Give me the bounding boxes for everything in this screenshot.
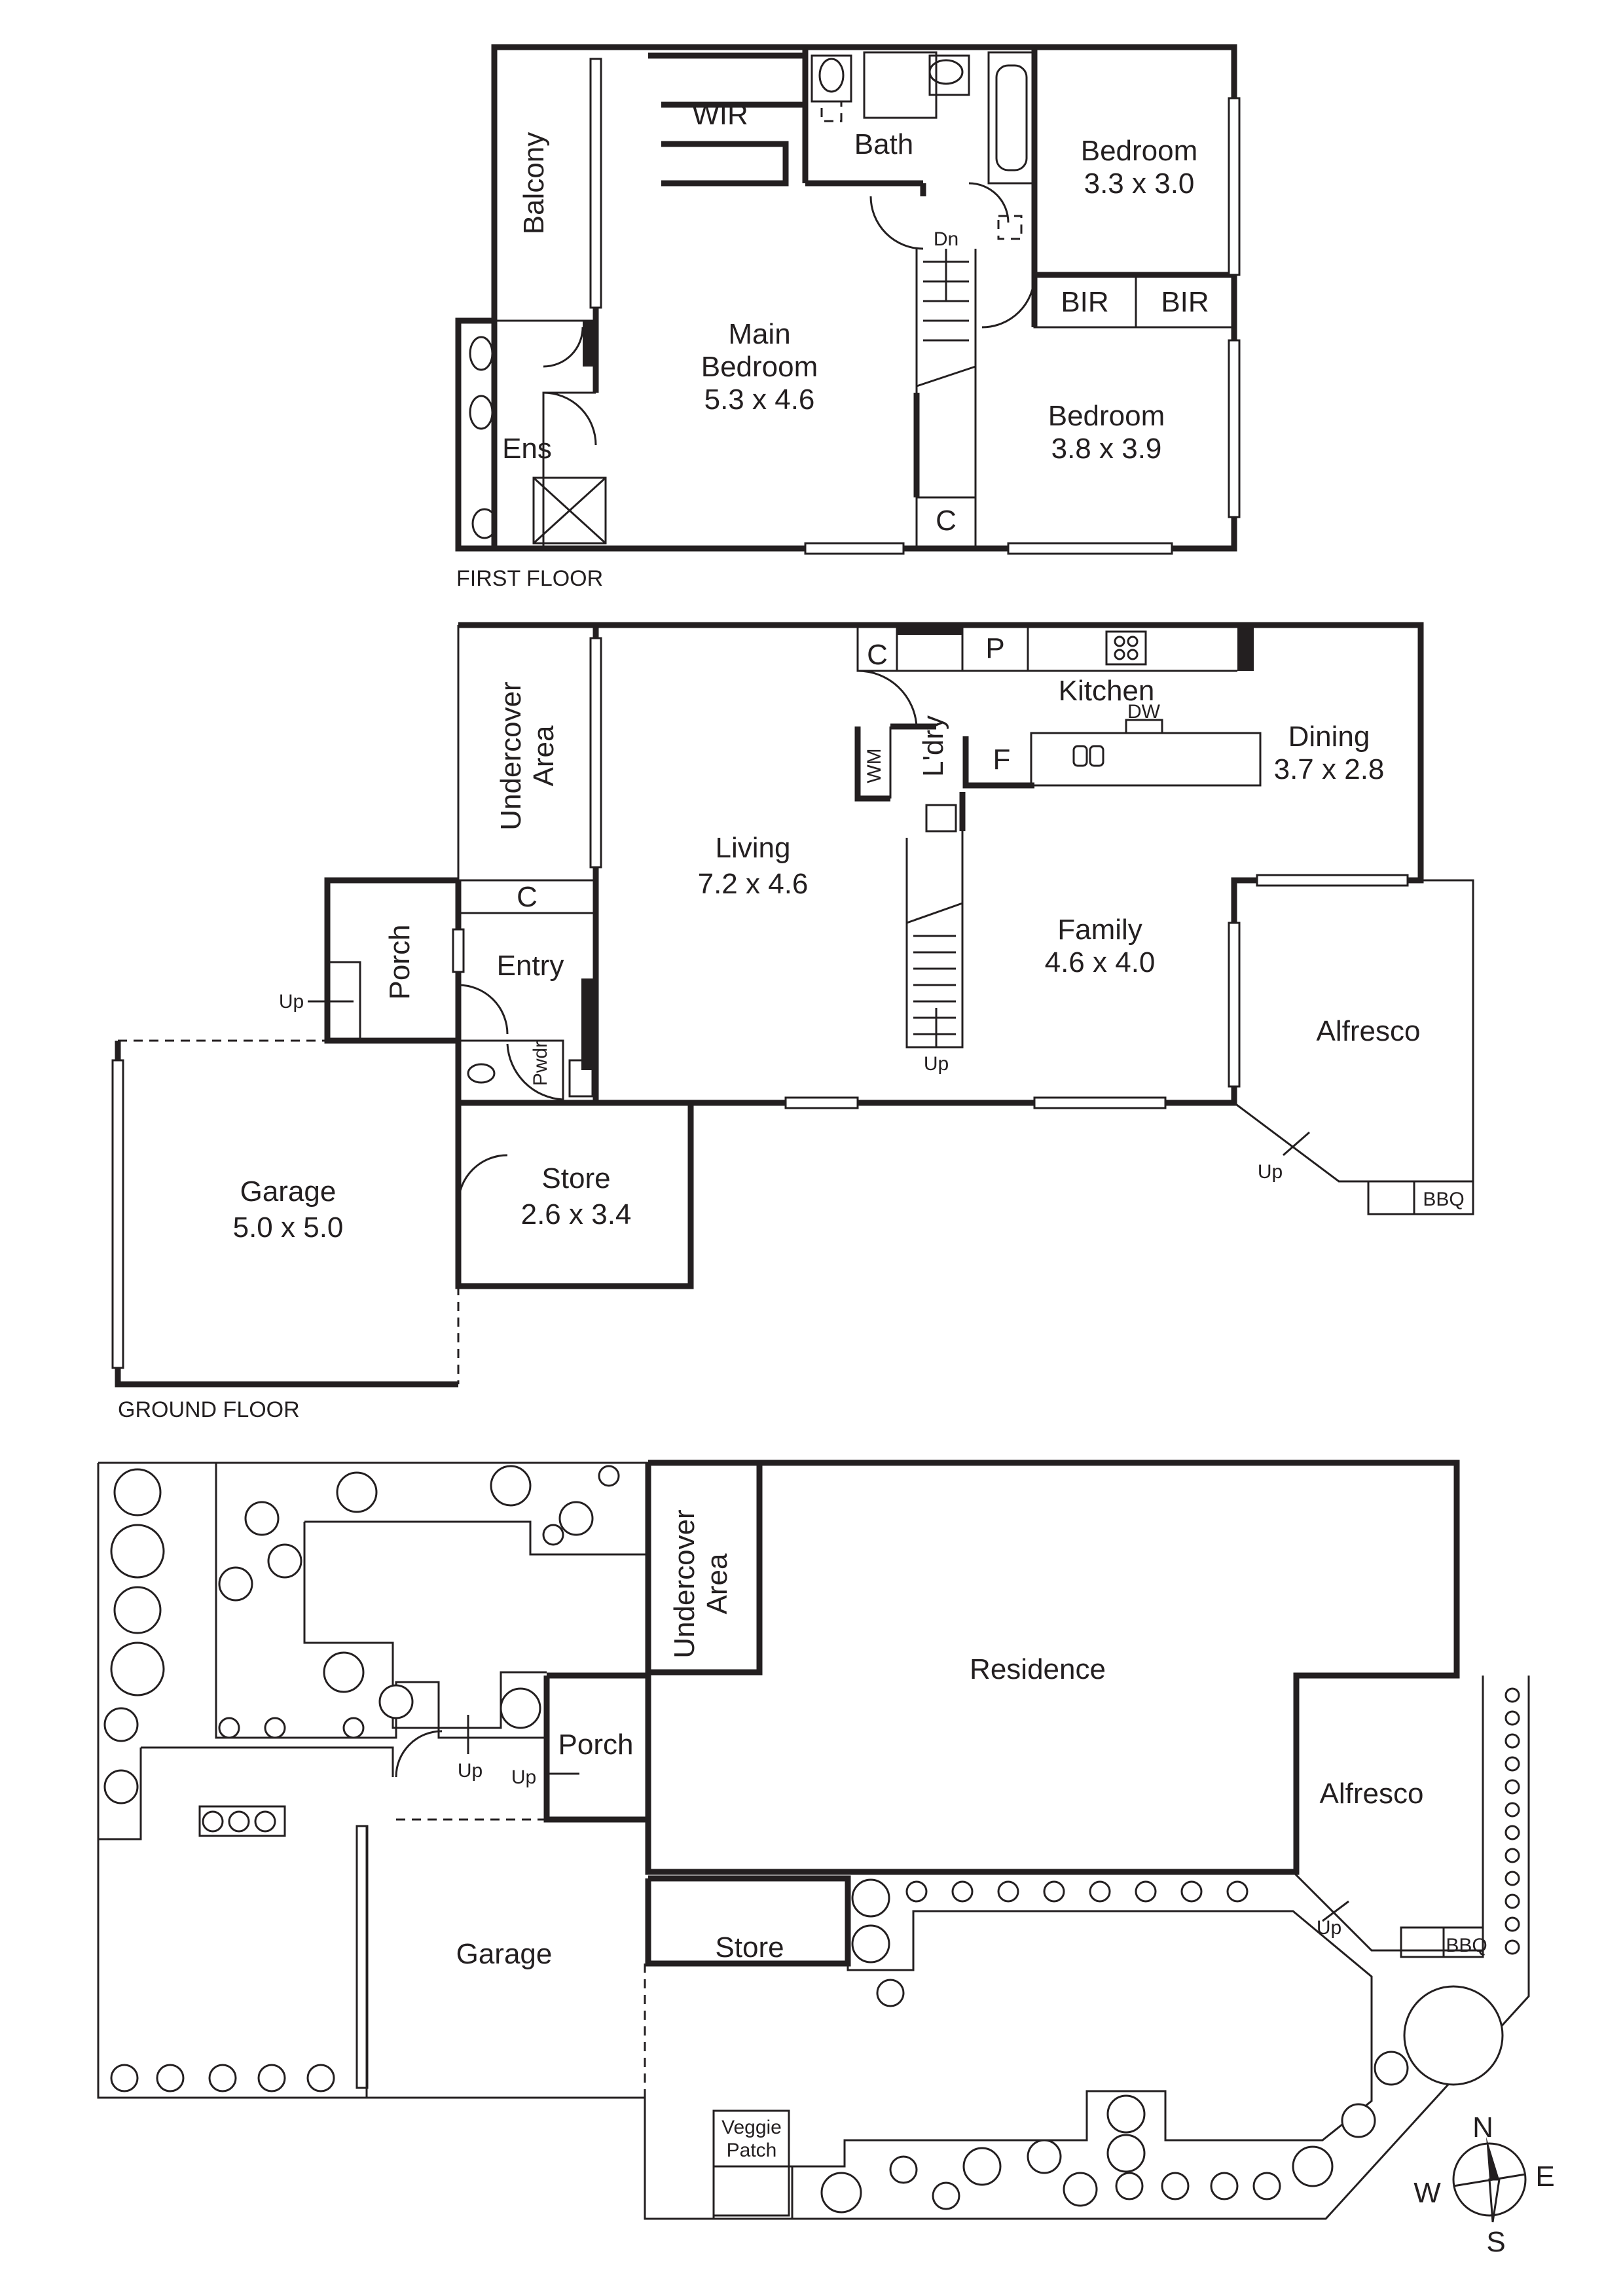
entry-label: Entry xyxy=(497,950,564,982)
site-up-label-3: Up xyxy=(1317,1917,1341,1939)
dishwasher-label: DW xyxy=(1127,701,1161,723)
porch-label: Porch xyxy=(384,925,416,1000)
wir-label: WIR xyxy=(692,99,748,131)
store-size: 2.6 x 3.4 xyxy=(521,1198,632,1230)
entry-cupboard-label: C xyxy=(517,881,538,913)
porch-up-label: Up xyxy=(279,991,304,1013)
site-alfresco-label: Alfresco xyxy=(1320,1778,1424,1810)
kitchen-label: Kitchen xyxy=(1059,675,1155,707)
bbq-label: BBQ xyxy=(1423,1189,1464,1210)
kitchen-cupboard-label: C xyxy=(867,639,888,671)
bath-label: Bath xyxy=(854,128,914,160)
bedroom2-size: 3.3 x 3.0 xyxy=(1084,168,1195,200)
site-up-label-2: Up xyxy=(511,1767,536,1788)
compass-east: E xyxy=(1535,2161,1554,2193)
alfresco-up-label: Up xyxy=(1258,1161,1283,1183)
compass-icon xyxy=(1452,2137,1527,2223)
laundry-label: L'dry xyxy=(917,715,949,777)
wm-label: WM xyxy=(864,748,885,783)
site-porch-label: Porch xyxy=(558,1729,634,1761)
ens-label: Ens xyxy=(502,433,552,465)
stairs-up-label: Up xyxy=(924,1053,949,1075)
dining-size: 3.7 x 2.8 xyxy=(1274,753,1385,785)
living-label: Living xyxy=(716,832,791,864)
compass-south: S xyxy=(1486,2226,1505,2258)
site-undercover-label-2: Area xyxy=(701,1553,733,1614)
residence-label: Residence xyxy=(970,1653,1106,1685)
bir-label-1: BIR xyxy=(1061,286,1108,318)
pantry-label: P xyxy=(985,632,1004,664)
undercover-label-1: Undercover xyxy=(495,681,527,830)
first-floor: Balcony WIR Bath Bedroom 3.3 x 3.0 Main … xyxy=(455,44,1241,591)
store-label: Store xyxy=(541,1162,610,1194)
family-size: 4.6 x 4.0 xyxy=(1045,946,1156,978)
site-bbq-label: BBQ xyxy=(1446,1935,1487,1956)
main-bedroom-size: 5.3 x 4.6 xyxy=(704,384,815,416)
compass-west: W xyxy=(1413,2177,1441,2209)
site-garage-label: Garage xyxy=(456,1938,553,1970)
dining-label: Dining xyxy=(1288,721,1370,753)
undercover-label-2: Area xyxy=(528,725,560,786)
alfresco-label: Alfresco xyxy=(1317,1015,1421,1047)
site-plan: Undercover Area Residence Porch Alfresco… xyxy=(97,1460,1555,2258)
first-floor-caption: FIRST FLOOR xyxy=(456,566,603,591)
bedroom3-size: 3.8 x 3.9 xyxy=(1051,433,1162,465)
compass-north: N xyxy=(1472,2111,1493,2144)
garage-label: Garage xyxy=(240,1175,337,1208)
garage-size: 5.0 x 5.0 xyxy=(233,1211,344,1244)
bedroom2-label: Bedroom xyxy=(1081,135,1198,167)
stairs-down-label: Dn xyxy=(934,228,958,250)
ground-floor-caption: GROUND FLOOR xyxy=(118,1397,300,1422)
family-label: Family xyxy=(1057,914,1142,946)
main-bedroom-label-2: Bedroom xyxy=(701,351,818,383)
veggie-label-2: Patch xyxy=(727,2140,777,2161)
bir-label-2: BIR xyxy=(1161,286,1209,318)
fridge-label: F xyxy=(993,744,1011,776)
tree-icons xyxy=(103,1465,1520,2214)
cupboard-label: C xyxy=(936,505,957,537)
living-size: 7.2 x 4.6 xyxy=(698,868,809,900)
pwdr-label: Pwdr xyxy=(530,1041,551,1086)
site-store-label: Store xyxy=(715,1931,784,1964)
veggie-label-1: Veggie xyxy=(721,2117,782,2138)
site-up-label-1: Up xyxy=(458,1760,483,1782)
bedroom3-label: Bedroom xyxy=(1048,400,1165,432)
main-bedroom-label-1: Main xyxy=(728,318,790,350)
site-undercover-label-1: Undercover xyxy=(668,1509,701,1658)
balcony-label: Balcony xyxy=(518,132,550,235)
ground-floor: Undercover Area Living 7.2 x 4.6 Kitchen… xyxy=(111,622,1474,1422)
